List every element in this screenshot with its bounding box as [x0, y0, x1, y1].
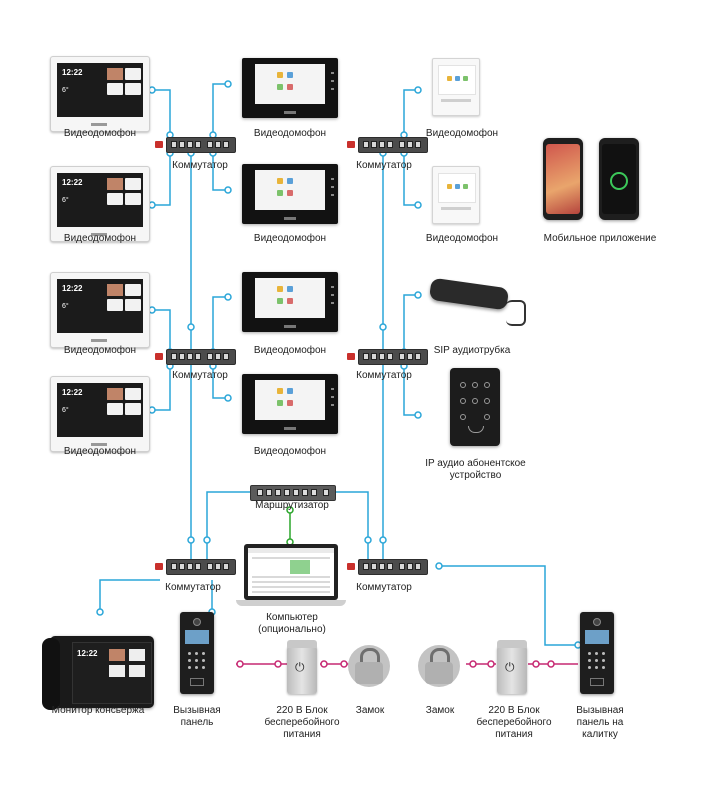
sip-handset-label: SIP аудиотрубка — [433, 345, 511, 356]
gate-call-panel-label: Вызывная панель на калитку — [576, 705, 624, 740]
ups-device-2: ⏻ — [497, 640, 527, 694]
video-intercom-2: 12:22 6° — [50, 166, 150, 242]
video-intercom-small-2 — [432, 166, 480, 224]
ip-audio-device — [450, 368, 500, 446]
videophone-label: Видеодомофон — [253, 345, 327, 356]
screen-time: 12:22 — [62, 178, 83, 187]
network-switch-4 — [347, 349, 428, 365]
screen-time: 12:22 — [62, 68, 83, 77]
lock-label: Замок — [355, 705, 385, 716]
screen-time: 12:22 — [62, 388, 83, 397]
handset-cord — [506, 300, 526, 326]
screen-time: 12:22 — [62, 284, 83, 293]
switch-label: Коммутатор — [356, 160, 412, 171]
videophone-label: Видеодомофон — [253, 233, 327, 244]
lock-icon — [418, 645, 460, 687]
videophone-label: Видеодомофон — [253, 128, 327, 139]
screen-temperature: 6° — [62, 87, 69, 94]
switch-label: Коммутатор — [356, 370, 412, 381]
concierge-label: Монитор консьержа — [51, 705, 145, 716]
control-connection-dots — [286, 506, 294, 546]
screen-time: 12:22 — [77, 649, 98, 658]
switch-label: Коммутатор — [172, 370, 228, 381]
mobile-phone-2 — [599, 138, 639, 220]
video-intercom-small-1 — [432, 58, 480, 116]
router-label: Маршрутизатор — [255, 500, 329, 511]
ip-audio-label: IP аудио абонентское устройство — [425, 458, 526, 481]
videophone-label: Видеодомофон — [63, 233, 137, 244]
videophone-label: Видеодомофон — [63, 128, 137, 139]
videophone-label: Видеодомофон — [63, 345, 137, 356]
screen-temperature: 6° — [62, 303, 69, 310]
ups-label: 220 В Блок бесперебойного питания — [264, 705, 340, 740]
video-intercom-8 — [242, 374, 338, 434]
videophone-label: Видеодомофон — [425, 128, 499, 139]
network-switch-5 — [155, 559, 236, 575]
router-device — [250, 485, 336, 501]
laptop-computer — [244, 544, 338, 600]
computer-label: Компьютер (опционально) — [258, 612, 326, 635]
videophone-label: Видеодомофон — [425, 233, 499, 244]
screen-temperature: 6° — [62, 407, 69, 414]
video-intercom-5 — [242, 58, 338, 118]
videophone-label: Видеодомофон — [63, 446, 137, 457]
gate-call-panel-device — [580, 612, 614, 694]
ups-device-1: ⏻ — [287, 640, 317, 694]
videophone-label: Видеодомофон — [253, 446, 327, 457]
network-switch-1 — [155, 137, 236, 153]
network-switch-2 — [347, 137, 428, 153]
switch-label: Коммутатор — [172, 160, 228, 171]
mobile-phone-1 — [543, 138, 583, 220]
lock-label: Замок — [425, 705, 455, 716]
concierge-monitor-device: 12:22 — [42, 636, 154, 710]
power-connection-dots — [236, 660, 555, 668]
network-switch-6 — [347, 559, 428, 575]
video-intercom-7 — [242, 272, 338, 332]
lock-icon — [348, 645, 390, 687]
video-intercom-6 — [242, 164, 338, 224]
switch-label: Коммутатор — [165, 582, 221, 593]
switch-label: Коммутатор — [356, 582, 412, 593]
mobile-app-label: Мобильное приложение — [543, 233, 657, 244]
ups-label: 220 В Блок бесперебойного питания — [476, 705, 552, 740]
network-switch-3 — [155, 349, 236, 365]
call-panel-label: Вызывная панель — [173, 705, 221, 728]
laptop-base — [236, 600, 346, 606]
video-intercom-4: 12:22 6° — [50, 376, 150, 452]
screen-temperature: 6° — [62, 197, 69, 204]
video-intercom-1: 12:22 6° — [50, 56, 150, 132]
call-panel-device — [180, 612, 214, 694]
video-intercom-screen: 12:22 6° — [57, 63, 143, 117]
video-intercom-3: 12:22 6° — [50, 272, 150, 348]
